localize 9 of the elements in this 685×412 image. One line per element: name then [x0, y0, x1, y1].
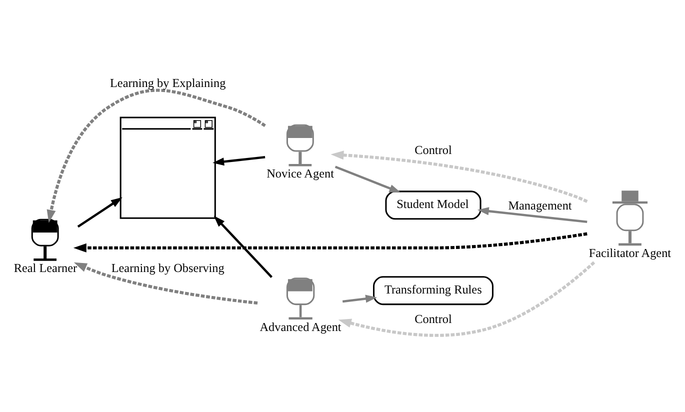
node-label: Real Learner	[14, 260, 78, 275]
node-label: Advanced Agent	[260, 319, 342, 334]
edge-label: Control	[414, 312, 452, 326]
edge-label: Learning by Observing	[111, 260, 224, 275]
node-label: Facilitator Agent	[588, 245, 672, 260]
edge-label: Control	[414, 142, 452, 156]
edge-label: Management	[508, 198, 572, 212]
node-label: Novice Agent	[266, 166, 334, 180]
edge-label: Learning by Explaining	[110, 75, 226, 90]
